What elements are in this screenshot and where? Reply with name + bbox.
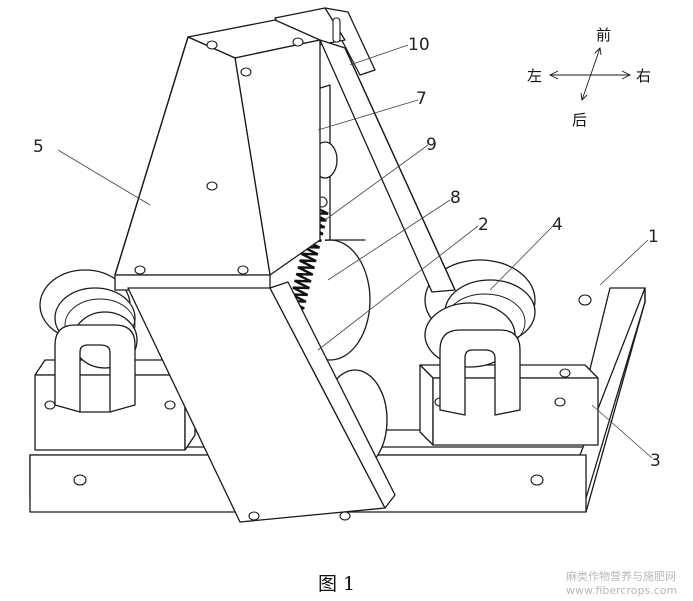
callout-8: 8 — [450, 188, 461, 208]
callout-3: 3 — [650, 451, 661, 471]
diagonal-arm — [319, 39, 456, 293]
part-labels: 10 7 9 8 2 4 1 5 3 — [33, 35, 661, 471]
callout-10: 10 — [408, 35, 430, 55]
front-side-plate — [127, 281, 396, 523]
callout-9: 9 — [426, 135, 437, 155]
direction-indicator: 前 左 右 后 — [527, 26, 651, 129]
watermark-url: www.fibercrops.com — [566, 584, 677, 597]
right-wheel — [424, 259, 536, 416]
watermark-cn: 麻类作物营养与施肥网 — [566, 569, 676, 583]
callout-4: 4 — [552, 215, 563, 235]
left-wheel — [39, 269, 138, 413]
callout-2: 2 — [478, 215, 489, 235]
top-box — [114, 19, 321, 291]
callout-7: 7 — [416, 89, 427, 109]
direction-left: 左 — [527, 67, 542, 85]
direction-right: 右 — [636, 67, 651, 85]
direction-back: 后 — [572, 111, 587, 129]
callout-5: 5 — [33, 137, 44, 157]
callout-1: 1 — [648, 227, 659, 247]
figure-caption: 图 1 — [318, 573, 355, 595]
direction-front: 前 — [596, 26, 611, 44]
leader-lines — [57, 44, 653, 459]
